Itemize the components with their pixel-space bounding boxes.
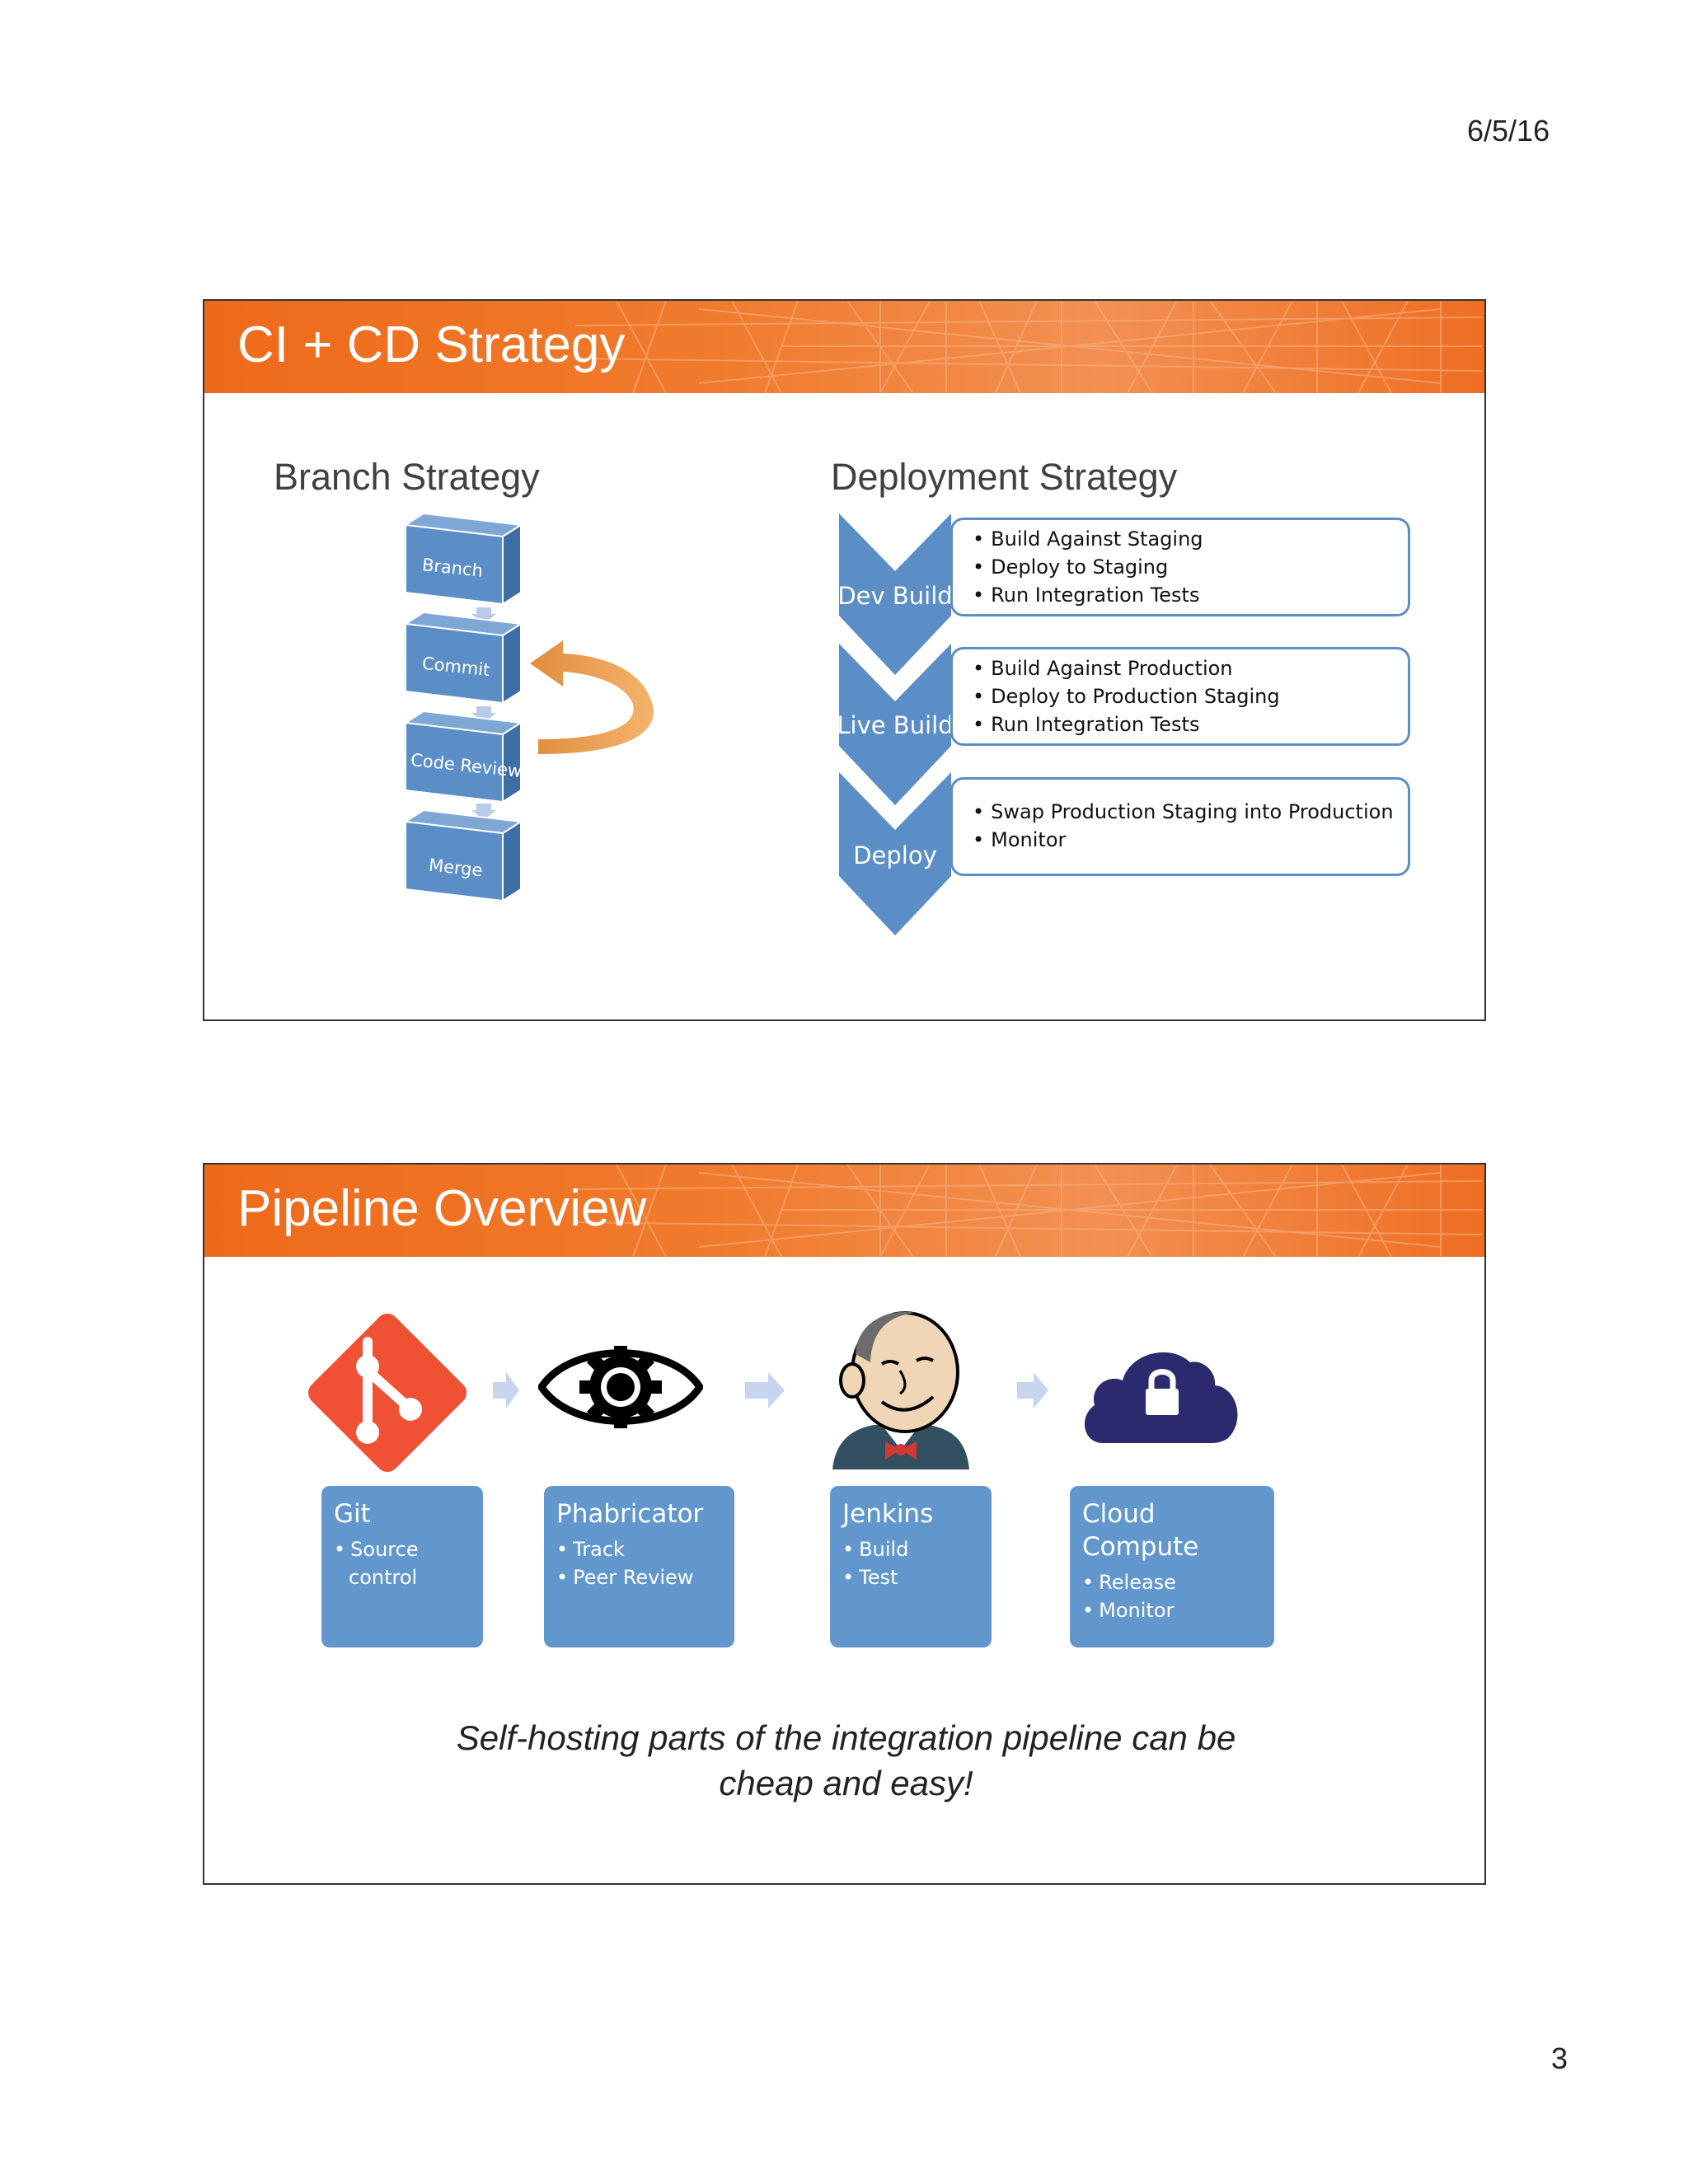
slide-pipeline-overview: Pipeline Overview xyxy=(203,1163,1486,1885)
list-item: Swap Production Staging into Production xyxy=(973,798,1393,826)
list-item: Track xyxy=(556,1535,724,1563)
page-number: 3 xyxy=(1551,2041,1568,2075)
block-commit xyxy=(403,611,523,705)
eye-gear-icon xyxy=(538,1346,703,1428)
list-item: Build Against Staging xyxy=(973,525,1203,553)
list-item: Release xyxy=(1082,1568,1264,1596)
list-item: Build Against Production xyxy=(973,654,1280,682)
slide-title: Pipeline Overview xyxy=(237,1180,647,1237)
list-item: Deploy to Production Staging xyxy=(973,682,1279,710)
live-build-box: Build Against Production Deploy to Produ… xyxy=(950,647,1410,746)
banner-texture xyxy=(574,1165,1483,1257)
tool-name: Git xyxy=(334,1499,371,1529)
branch-flow-graphic xyxy=(403,512,654,902)
list-item: Peer Review xyxy=(556,1563,724,1591)
jenkins-box: Jenkins Build Test xyxy=(830,1486,992,1647)
tool-name: Phabricator xyxy=(556,1499,704,1529)
review-loop-arrow xyxy=(530,640,654,754)
jenkins-butler-icon xyxy=(832,1311,969,1469)
deployment-strategy-heading: Deployment Strategy xyxy=(831,456,1178,498)
tool-name: Jenkins xyxy=(842,1499,934,1529)
deploy-box: Swap Production Staging into Production … xyxy=(950,777,1410,876)
tagline-line1: Self-hosting parts of the integration pi… xyxy=(456,1718,1236,1757)
tagline: Self-hosting parts of the integration pi… xyxy=(204,1715,1484,1806)
page-date: 6/5/16 xyxy=(1467,114,1550,148)
list-item: Test xyxy=(842,1563,982,1591)
list-item: Run Integration Tests xyxy=(973,581,1203,609)
live-build-label: Live Build xyxy=(837,711,954,739)
flow-arrow-icon xyxy=(1017,1372,1048,1408)
flow-arrow-icon xyxy=(745,1372,785,1408)
deploy-chevrons xyxy=(839,513,951,935)
cloud-lock-icon xyxy=(1084,1352,1238,1443)
phabricator-box: Phabricator Track Peer Review xyxy=(544,1486,734,1647)
list-item: Deploy to Staging xyxy=(973,553,1203,581)
tool-name: Cloud Compute xyxy=(1082,1499,1199,1562)
block-merge xyxy=(403,808,523,902)
slide-ci-cd-strategy: CI + CD Strategy Branch Strategy Deploym… xyxy=(203,299,1486,1021)
dev-build-label: Dev Build xyxy=(837,582,953,610)
dev-build-box: Build Against Staging Deploy to Staging … xyxy=(950,518,1410,616)
block-code-review xyxy=(403,710,523,804)
slide-banner: CI + CD Strategy xyxy=(204,301,1484,393)
tagline-line2: cheap and easy! xyxy=(719,1764,973,1802)
git-icon xyxy=(307,1313,467,1473)
cloud-compute-box: Cloud Compute Release Monitor xyxy=(1070,1486,1274,1647)
list-item: Build xyxy=(842,1535,982,1563)
slide-title: CI + CD Strategy xyxy=(237,316,626,373)
banner-texture xyxy=(574,301,1483,393)
block-branch xyxy=(403,512,523,606)
git-box: Git Source control xyxy=(321,1486,483,1647)
flow-arrow-icon xyxy=(493,1372,519,1408)
list-item: Source control xyxy=(334,1535,448,1591)
list-item: Monitor xyxy=(973,826,1394,854)
list-item: Monitor xyxy=(1082,1596,1264,1624)
slide-banner: Pipeline Overview xyxy=(204,1165,1484,1257)
branch-strategy-heading: Branch Strategy xyxy=(274,456,540,498)
deploy-label: Deploy xyxy=(853,841,937,869)
list-item: Run Integration Tests xyxy=(973,710,1280,738)
